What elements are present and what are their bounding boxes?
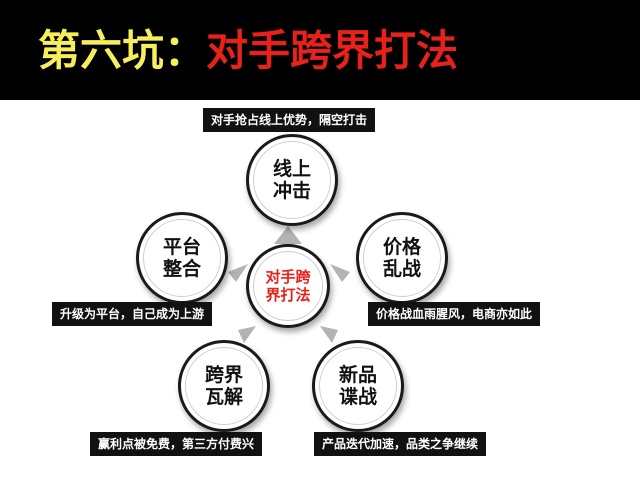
node-label-line1: 新品: [338, 364, 377, 386]
tag-bottom-left: 赢利点被免费，第三方付费兴: [90, 432, 263, 456]
node-inner: 对手跨 界打法: [253, 251, 323, 321]
center-label-line2: 界打法: [265, 286, 311, 304]
page-title: 第六坑：对手跨界打法: [38, 24, 458, 78]
header-bar: 第六坑：对手跨界打法: [0, 0, 640, 100]
node-label-line1: 价格: [382, 236, 421, 258]
node-label-line2: 谍战: [338, 386, 377, 408]
node-label-line1: 平台: [162, 236, 201, 258]
tag-right: 价格战血雨腥风，电商亦如此: [368, 302, 541, 326]
node-label-line2: 整合: [162, 258, 201, 280]
node-inner: 价格 乱战: [363, 219, 441, 297]
node-inner: 跨界 瓦解: [185, 347, 263, 425]
arrow-downright-icon: [320, 326, 338, 343]
tag-top: 对手抢占线上优势，隔空打击: [203, 108, 376, 132]
arrow-downleft-icon: [238, 326, 256, 343]
node-label-line2: 冲击: [272, 180, 311, 202]
node-label-line1: 跨界: [204, 364, 243, 386]
tag-left: 升级为平台，自己成为上游: [52, 302, 213, 326]
node-online-impact: 线上 冲击: [246, 134, 338, 226]
title-part1: 第六坑: [38, 26, 165, 75]
node-crossover-collapse: 跨界 瓦解: [178, 340, 270, 432]
arrow-upleft-icon: [228, 264, 248, 282]
node-inner: 线上 冲击: [253, 141, 331, 219]
title-part2: 对手跨界打法: [206, 26, 459, 75]
node-inner: 新品 谍战: [319, 347, 397, 425]
title-colon: ：: [164, 26, 207, 75]
arrow-up-icon: [274, 226, 302, 244]
node-center: 对手跨 界打法: [246, 244, 330, 328]
node-label-line1: 线上: [272, 158, 311, 180]
node-label-line2: 乱战: [382, 258, 421, 280]
node-price-war: 价格 乱战: [356, 212, 448, 304]
arrow-upright-icon: [330, 264, 350, 282]
center-label-line1: 对手跨: [265, 268, 311, 286]
node-inner: 平台 整合: [143, 219, 221, 297]
node-new-product-espionage: 新品 谍战: [312, 340, 404, 432]
tag-bottom-right: 产品迭代加速，品类之争继续: [314, 432, 487, 456]
node-label-line2: 瓦解: [204, 386, 243, 408]
node-platform-integration: 平台 整合: [136, 212, 228, 304]
